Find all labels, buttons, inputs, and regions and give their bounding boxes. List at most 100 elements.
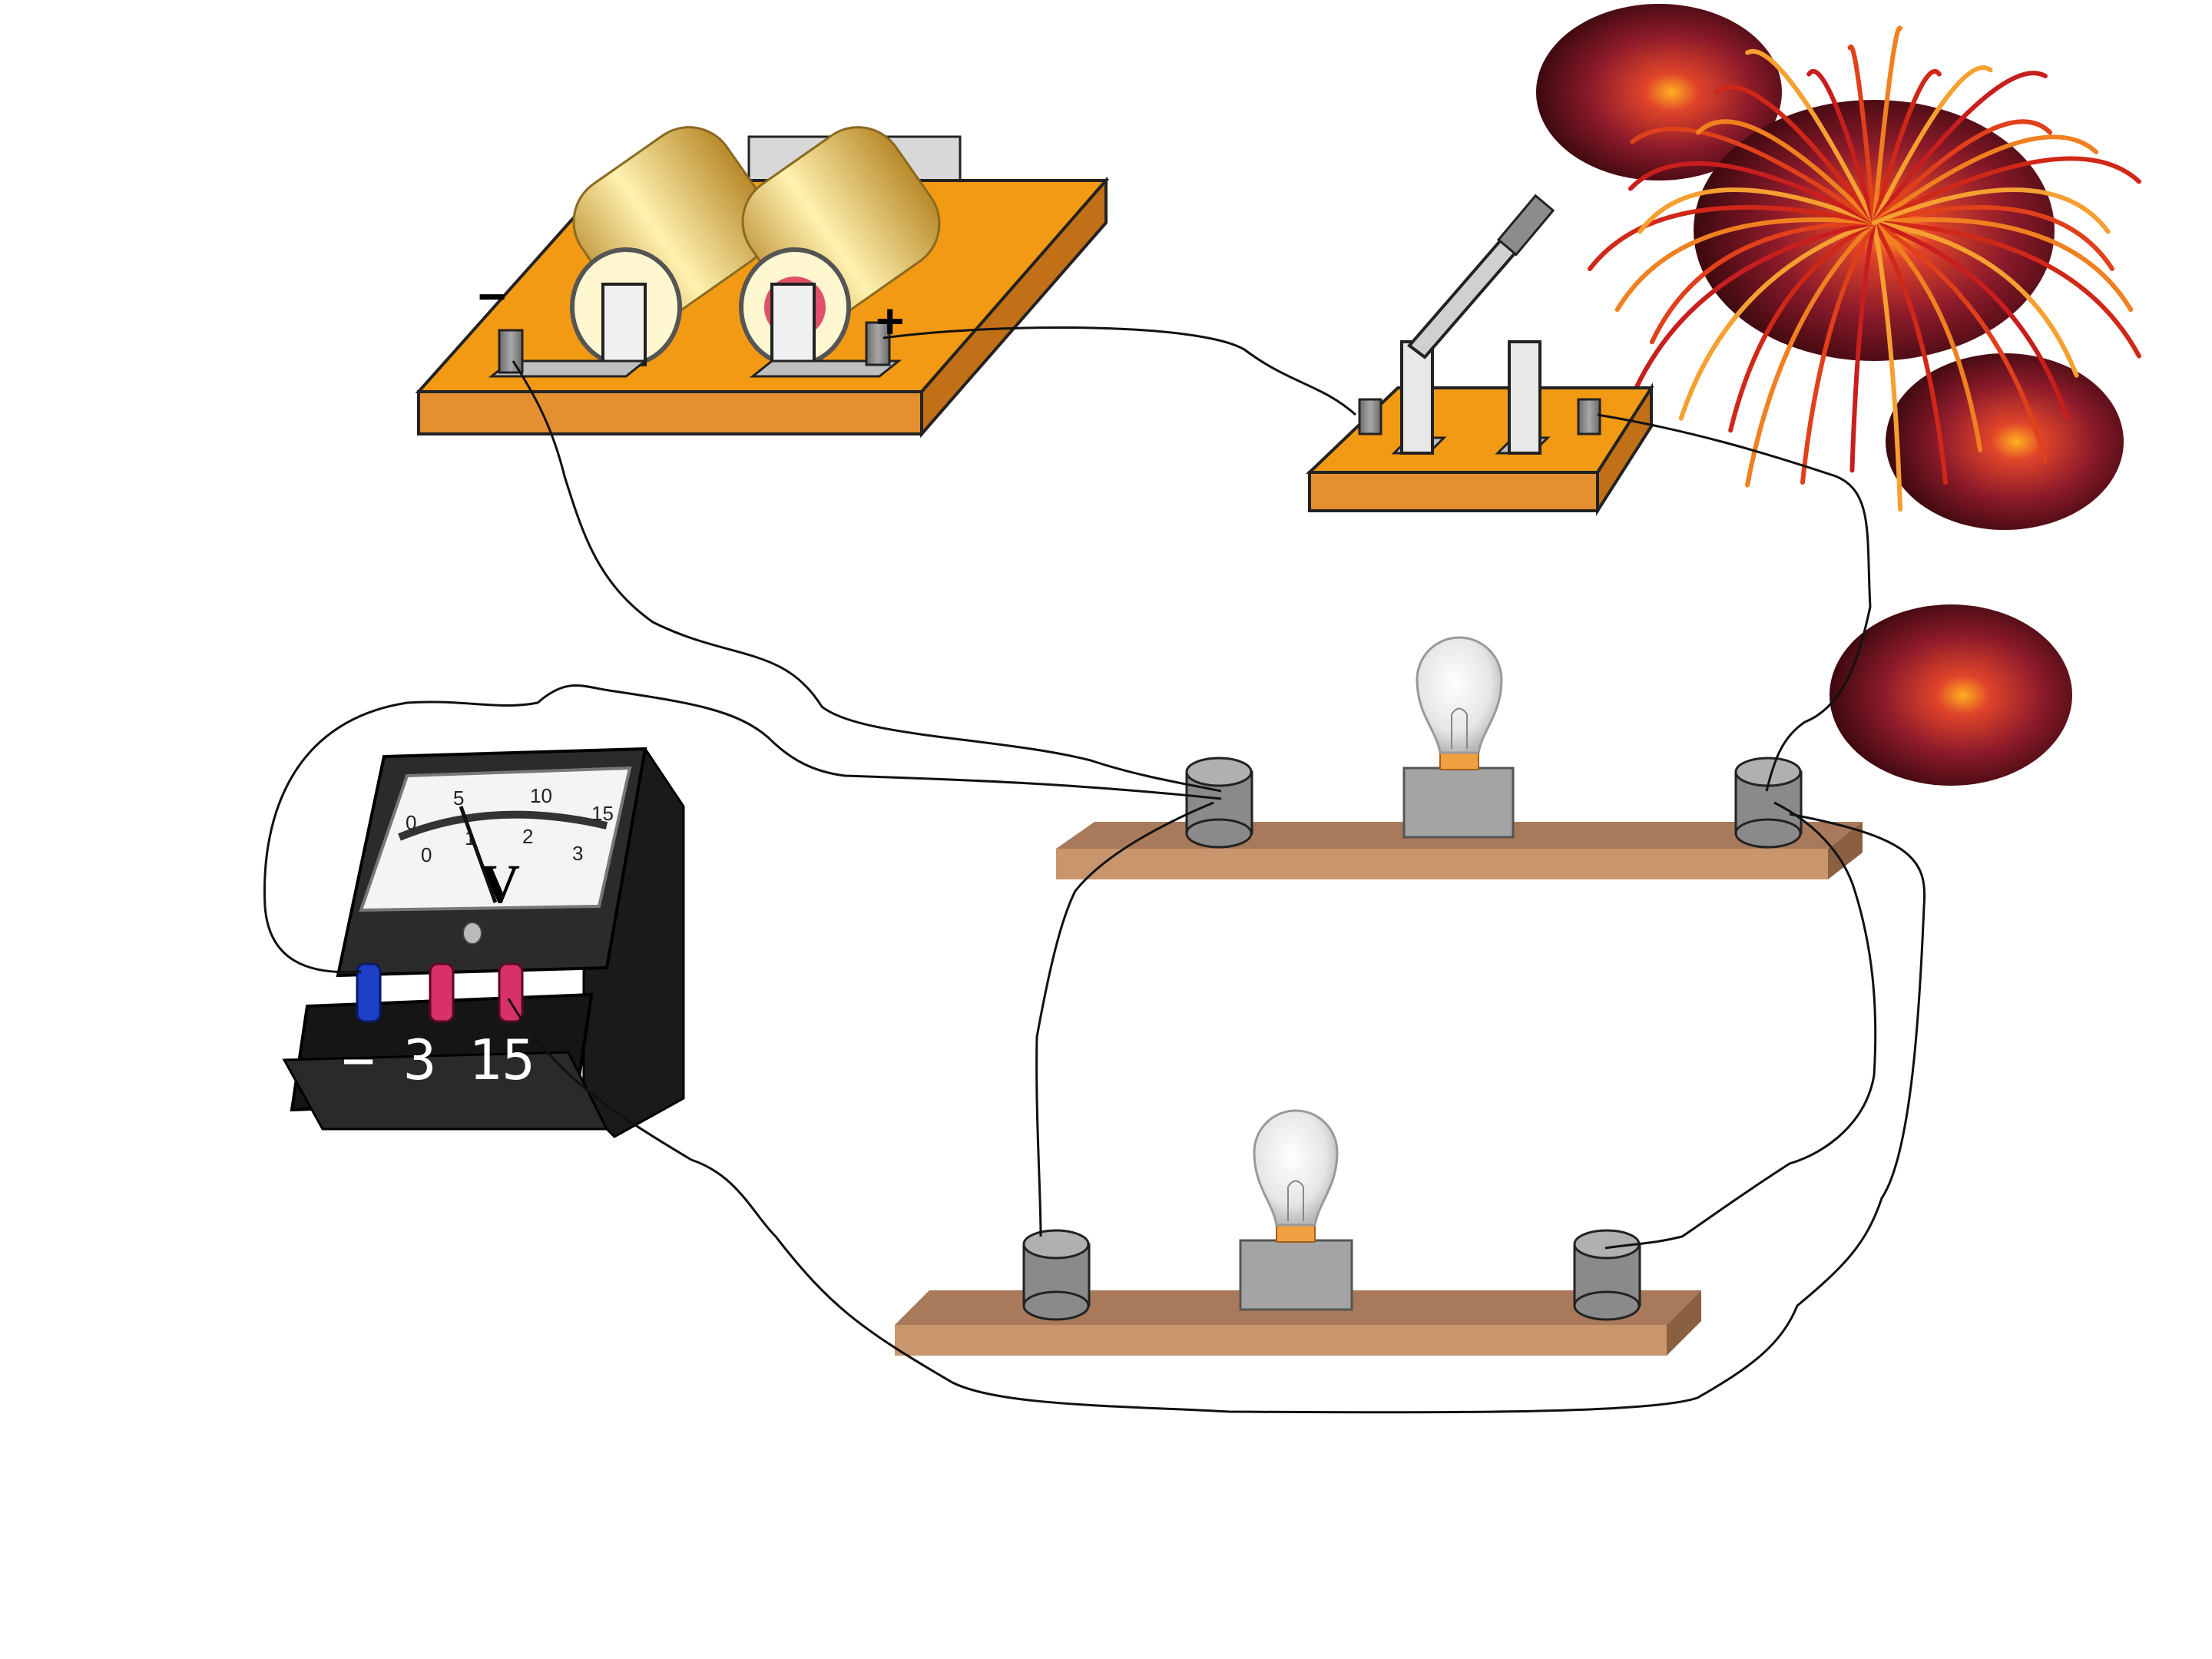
lamp-1-terminal-right [1734, 757, 1803, 849]
lamp-2-filament [1287, 1180, 1304, 1221]
firework-spark [1637, 187, 1876, 234]
voltmeter-scale-outer-3: 15 [591, 802, 614, 825]
voltmeter-needle [459, 806, 498, 903]
firework-spark [1614, 217, 1876, 313]
wire-voltmeter-negative-to-lamp1-left [263, 684, 1222, 974]
firework-spark [1872, 65, 1993, 225]
battery-board-side [920, 176, 1108, 439]
wire-lamp1-left-to-lamp2-left [1035, 801, 1214, 1237]
firework-spark [1849, 220, 1876, 473]
knife-switch [1306, 194, 1654, 516]
voltmeter-terminal-negative [356, 962, 382, 1023]
wire-switch-to-lamp1-right [1597, 413, 1872, 792]
firework-spark [1872, 25, 1903, 225]
firework-spark [1630, 126, 1876, 225]
firework-spark [1872, 220, 2079, 378]
lamp-1-socket [1402, 767, 1515, 839]
voltmeter-front-rim [282, 1051, 609, 1131]
battery-holder: − + [415, 126, 1110, 439]
firework-ball-3 [1886, 353, 2124, 530]
battery-negative-mark: − [478, 269, 506, 324]
wire-voltmeter-15-to-lamp2-right [507, 813, 1926, 1414]
lamp-1-filament [1451, 707, 1468, 749]
switch-terminal-right [1577, 398, 1601, 435]
lamp-1-bulb-base [1439, 752, 1479, 770]
voltmeter: 0510150123 V − 3 15 [282, 747, 685, 1138]
firework-decoration [1536, 4, 2142, 786]
voltmeter-dial-face [359, 766, 632, 912]
firework-spark [1678, 220, 1876, 421]
wire-battery-positive-to-switch [882, 326, 1356, 416]
voltmeter-scale-inner-0: 0 [421, 843, 432, 866]
firework-spark [1872, 187, 2111, 234]
lamp-1-bulb-icon [1416, 636, 1503, 754]
firework-spark [1872, 220, 1903, 512]
lamp-2-terminal-right [1573, 1229, 1641, 1321]
switch-terminal-left [1358, 398, 1382, 435]
battery-negative-terminal [498, 329, 524, 374]
voltmeter-label-negative: − [342, 1028, 375, 1092]
battery-cell-2-clip [770, 283, 816, 366]
switch-contact-post [1508, 340, 1541, 455]
voltmeter-label-3: 3 [403, 1028, 436, 1092]
firework-spark [1872, 119, 2053, 225]
firework-spark [1872, 220, 2048, 464]
firework-spark [1728, 220, 1876, 433]
firework-spark [1695, 119, 1876, 225]
battery-positive-mark: + [876, 293, 904, 349]
wires [263, 326, 1926, 1414]
lamp-1-terminal-left [1185, 757, 1253, 849]
firework-spark [1872, 220, 2070, 421]
voltmeter-scale-arc [398, 810, 608, 841]
voltmeter-terminal-15 [498, 962, 524, 1023]
lamp-2-socket [1239, 1239, 1353, 1311]
firework-spark [1806, 68, 1876, 225]
lamp-2-bar-side [1667, 1290, 1701, 1356]
switch-handle [1496, 194, 1555, 257]
firework-spark [1745, 220, 1876, 488]
firework-spark [1872, 220, 1983, 452]
firework-spark [1745, 48, 1876, 225]
voltmeter-scale-outer-1: 5 [453, 786, 464, 810]
battery-strip-right [749, 359, 902, 378]
firework-spark [1872, 68, 1942, 225]
battery-positive-terminal [865, 321, 891, 366]
voltmeter-scale-outer-2: 10 [530, 784, 552, 807]
lamp-2-bulb-icon [1253, 1109, 1339, 1227]
firework-sparks [1588, 25, 2142, 512]
voltmeter-scale-inner-2: 2 [522, 825, 533, 848]
firework-spark [1872, 205, 2114, 271]
firework-ball-4 [1830, 604, 2072, 786]
firework-spark [1872, 71, 2048, 225]
lamp-2-terminal-left [1022, 1229, 1091, 1321]
switch-board-side [1596, 382, 1653, 516]
battery-cell-1-clip [601, 283, 647, 366]
lamp-board-2 [895, 1109, 1701, 1356]
voltmeter-label-15: 15 [469, 1028, 535, 1092]
voltmeter-zero-adjust [462, 922, 482, 945]
firework-spark [1872, 220, 2142, 359]
firework-spark [1872, 220, 1949, 485]
battery-board-front [417, 390, 923, 435]
lamp-1-bar-front [1056, 849, 1828, 879]
firework-spark [1872, 217, 2134, 313]
voltmeter-scale-outer-0: 0 [406, 811, 416, 834]
lamp-2-bulb-base [1276, 1224, 1316, 1243]
firework-spark [1872, 134, 2099, 225]
firework-spark [1649, 220, 1876, 345]
lamp-2-bar-front [895, 1325, 1667, 1356]
wire-battery-negative-to-lamp1-left [512, 360, 1222, 793]
firework-spark [1588, 205, 1876, 271]
voltmeter-symbol: V [480, 853, 520, 915]
firework-spark [1630, 220, 1876, 399]
firework-spark [1628, 161, 1876, 225]
wire-lamp1-right-to-lamp2-right [1604, 801, 1877, 1250]
lamp-board-1 [1056, 636, 1863, 879]
firework-spark [1847, 44, 1876, 225]
switch-blade [1407, 228, 1527, 359]
firework-spark [1714, 84, 1876, 225]
voltmeter-scale-inner-3: 3 [572, 842, 583, 865]
switch-board-front [1308, 471, 1599, 512]
lamp-1-bar-side [1828, 822, 1863, 879]
